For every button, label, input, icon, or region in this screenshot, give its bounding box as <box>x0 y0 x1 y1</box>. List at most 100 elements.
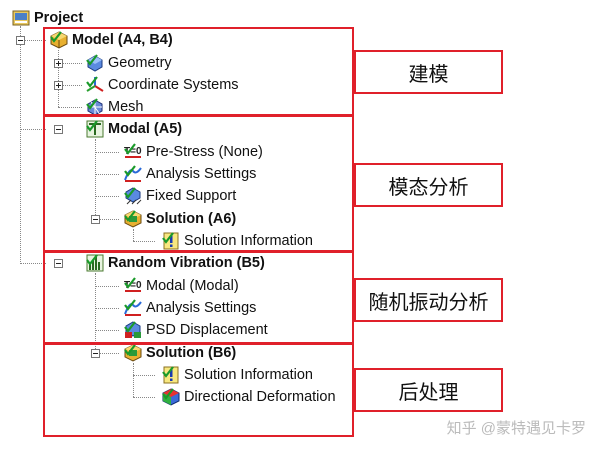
tree-label: Mesh <box>108 99 144 115</box>
tree-node-solution-a6[interactable]: Solution (A6) <box>124 209 236 229</box>
tree-connector <box>95 286 119 287</box>
analysis-settings-icon <box>124 165 142 183</box>
tree-connector <box>95 330 119 331</box>
check-icon <box>124 210 136 222</box>
expand-toggle[interactable] <box>54 59 63 68</box>
svg-text:T=0: T=0 <box>124 280 142 291</box>
check-icon <box>86 254 98 266</box>
solution-information-icon <box>162 366 180 384</box>
tree-node-modal-modal[interactable]: T=0 Modal (Modal) <box>124 276 239 296</box>
check-icon <box>50 31 62 43</box>
tree-label: Analysis Settings <box>146 300 257 316</box>
tree-label: Solution Information <box>184 367 313 383</box>
collapse-toggle[interactable] <box>91 215 100 224</box>
tree-connector <box>133 363 134 397</box>
tree-node-geometry[interactable]: Geometry <box>86 53 172 73</box>
tree-node-modal-a5[interactable]: Modal (A5) <box>86 119 182 139</box>
tree-connector <box>58 85 82 86</box>
callout-post-processing: 后处理 <box>354 368 503 412</box>
tree-node-mesh[interactable]: Mesh <box>86 97 143 117</box>
group-box-modal-analysis <box>43 115 354 252</box>
tree-label: Modal (Modal) <box>146 278 239 294</box>
tree-node-coordinate-systems[interactable]: Coordinate Systems <box>86 75 239 95</box>
check-icon <box>86 76 98 88</box>
callout-random-vibration-analysis: 随机振动分析 <box>354 278 503 322</box>
pre-stress-icon: T=0 <box>124 277 142 295</box>
check-icon <box>162 366 174 378</box>
random-vibration-icon <box>86 254 104 272</box>
tree-connector <box>20 40 46 41</box>
check-icon <box>124 143 136 155</box>
tree-node-psd-displacement[interactable]: PSD Displacement <box>124 320 268 340</box>
tree-node-analysis-settings[interactable]: Analysis Settings <box>124 164 256 184</box>
check-icon <box>162 232 174 244</box>
check-icon <box>86 54 98 66</box>
tree-label: Modal (A5) <box>108 121 183 137</box>
check-icon <box>124 277 136 289</box>
tree-node-solution-information[interactable]: Solution Information <box>162 231 313 251</box>
directional-deformation-icon <box>162 388 180 406</box>
tree-connector <box>58 50 59 107</box>
expand-toggle[interactable] <box>54 81 63 90</box>
tree-connector <box>133 241 155 242</box>
tree-connector <box>20 263 46 264</box>
tree-label: Geometry <box>108 55 172 71</box>
check-icon <box>86 120 98 132</box>
tree-node-random-vibration[interactable]: Random Vibration (B5) <box>86 253 265 273</box>
callout-modal-analysis: 模态分析 <box>354 163 503 207</box>
check-icon <box>86 98 98 110</box>
coordinate-axes-icon <box>86 76 104 94</box>
tree-label: PSD Displacement <box>146 322 268 338</box>
tree-connector <box>133 229 134 241</box>
tree-label: Directional Deformation <box>184 389 336 405</box>
tree-connector <box>95 139 96 219</box>
solution-information-icon <box>162 232 180 250</box>
tree-label: Pre-Stress (None) <box>146 144 263 160</box>
check-icon <box>124 321 136 333</box>
check-icon <box>124 299 136 311</box>
tree-label: Solution (B6) <box>146 345 237 361</box>
svg-text:T=0: T=0 <box>124 146 142 157</box>
solution-icon <box>124 344 142 362</box>
tree-connector <box>95 353 119 354</box>
tree-node-pre-stress[interactable]: T=0 Pre-Stress (None) <box>124 142 263 162</box>
tree-node-fixed-support[interactable]: Fixed Support <box>124 186 236 206</box>
model-cube-icon <box>50 31 68 49</box>
tree-node-project[interactable]: Project <box>12 8 83 28</box>
tree-connector <box>20 26 21 262</box>
tree-label: Random Vibration (B5) <box>108 255 265 271</box>
collapse-toggle[interactable] <box>54 125 63 134</box>
tree-connector <box>95 219 119 220</box>
check-icon <box>124 165 136 177</box>
tree-label: Analysis Settings <box>146 166 257 182</box>
tree-label: Project <box>34 10 84 26</box>
tree-connector <box>95 273 96 353</box>
tree-connector <box>58 107 82 108</box>
collapse-toggle[interactable] <box>16 36 25 45</box>
tree-connector <box>95 174 119 175</box>
group-box-post-processing <box>43 343 354 437</box>
modal-analysis-icon <box>86 120 104 138</box>
tree-node-solution-information[interactable]: Solution Information <box>162 365 313 385</box>
tree-node-analysis-settings[interactable]: Analysis Settings <box>124 298 256 318</box>
collapse-toggle[interactable] <box>54 259 63 268</box>
check-icon <box>124 344 136 356</box>
tree-connector <box>58 63 82 64</box>
collapse-toggle[interactable] <box>91 349 100 358</box>
tree-label: Model (A4, B4) <box>72 32 173 48</box>
tree-connector <box>133 375 155 376</box>
watermark: 知乎 @蒙特遇见卡罗 <box>446 420 586 437</box>
psd-displacement-icon <box>124 321 142 339</box>
tree-node-solution-b6[interactable]: Solution (B6) <box>124 343 236 363</box>
tree-connector <box>20 129 46 130</box>
fixed-support-icon <box>124 187 142 205</box>
tree-connector <box>95 152 119 153</box>
check-icon <box>124 187 136 199</box>
tree-connector <box>95 308 119 309</box>
tree-node-directional-deformation[interactable]: Directional Deformation <box>162 387 336 407</box>
tree-node-model[interactable]: Model (A4, B4) <box>50 30 173 50</box>
solution-icon <box>124 210 142 228</box>
tree-label: Coordinate Systems <box>108 77 239 93</box>
tree-label: Solution Information <box>184 233 313 249</box>
tree-label: Solution (A6) <box>146 211 237 227</box>
